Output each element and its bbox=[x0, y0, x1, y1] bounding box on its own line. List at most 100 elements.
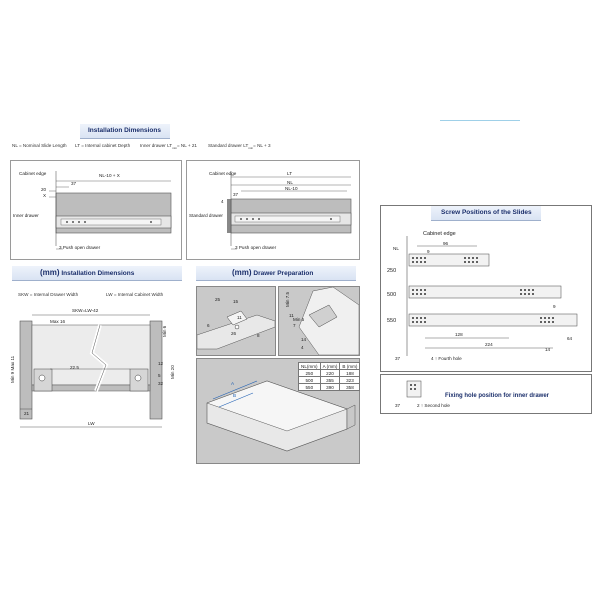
screw-cabinet-edge: Cabinet edge bbox=[423, 231, 456, 237]
left-dim-37: 37 bbox=[71, 181, 77, 186]
legend-standard-label: Standard drawer LT bbox=[208, 143, 249, 148]
up-arrow-icon: ↑ bbox=[420, 403, 424, 408]
drawer-prep-panel-right: Min 7.5 11 Min 5 7 14 4 bbox=[278, 286, 360, 356]
prep-dim-15: 15 bbox=[233, 299, 239, 304]
drawer-prep-panel-bottom: A B bbox=[196, 358, 360, 464]
header-line-decor bbox=[440, 120, 520, 121]
dim-min20: Min 20 bbox=[170, 365, 175, 379]
dim-22-5: 22.5 bbox=[70, 365, 79, 370]
table-cell: 500 bbox=[298, 376, 321, 384]
prep-dim-b: B bbox=[233, 393, 237, 398]
screw-fourth-num: 4 bbox=[431, 356, 434, 361]
mm-legend-lw: LW = Internal Cabinet Width bbox=[106, 292, 164, 297]
dim-min9max11: Min 9 Max 11 bbox=[10, 355, 15, 383]
fixing-second-label: Second hole bbox=[424, 403, 450, 408]
right-cabinet-edge: Cabinet edge bbox=[209, 171, 237, 176]
legend-standard-val: = NL + 3 bbox=[253, 143, 271, 148]
right-lt: LT bbox=[287, 171, 293, 176]
right-push-open: 3 Push open drawer bbox=[235, 245, 277, 250]
nl-table: NL(mm) A (mm) B (mm) 250 220 188 500 355… bbox=[298, 362, 361, 391]
prep-dim-26: 26 bbox=[231, 331, 237, 336]
dim-max16: Max 16 bbox=[50, 319, 66, 324]
install-dims-title-bar bbox=[80, 124, 170, 139]
prep-dim-14: 14 bbox=[301, 337, 307, 342]
left-cabinet-edge: Cabinet edge bbox=[19, 171, 47, 176]
standard-drawer-drawing bbox=[227, 171, 352, 250]
prep-dim-8: 8 bbox=[257, 333, 260, 338]
screw-title: Screw Positions of the Slides bbox=[441, 209, 532, 216]
table-cell: 355 bbox=[319, 376, 341, 384]
left-dim-x: X bbox=[43, 193, 47, 198]
drawer-prep-title-text: Drawer Preparation bbox=[253, 270, 314, 277]
legend-inner-sub: min bbox=[172, 145, 177, 150]
legend-inner: Inner drawer LTmin= NL + 21 bbox=[140, 143, 197, 150]
cross-section-drawing bbox=[19, 314, 163, 428]
screw-dim-64: 64 bbox=[567, 336, 573, 341]
screw-dim-9b: 9 bbox=[553, 304, 556, 309]
fixing-hole-drawing bbox=[406, 380, 422, 398]
table-cell: 188 bbox=[339, 369, 361, 377]
legend-inner-val: = NL + 21 bbox=[176, 143, 197, 148]
screw-positions-drawing bbox=[406, 236, 578, 356]
right-standard-drawer: Standard drawer bbox=[189, 213, 223, 218]
table-cell: 550 bbox=[298, 383, 321, 391]
fixing-dim-37: 37 bbox=[395, 403, 401, 408]
right-nl10: NL-10 bbox=[285, 186, 298, 191]
prep-dim-7: 7 bbox=[293, 323, 296, 328]
screw-row-250: 250 bbox=[387, 268, 397, 274]
table-cell: 323 bbox=[339, 376, 361, 384]
dim-32: 32 bbox=[158, 381, 164, 386]
screw-positions-panel: Screw Positions of the Slides Cabinet ed… bbox=[380, 205, 592, 372]
table-cell: 390 bbox=[319, 383, 341, 391]
screw-row-500: 500 bbox=[387, 292, 397, 298]
prep-dim-6: 6 bbox=[207, 323, 210, 328]
prep-dim-4: 4 bbox=[301, 345, 304, 350]
cross-section-diagram: SKW=LW-42 Max 16 Min 6 Min 9 Max 11 22.5… bbox=[10, 303, 185, 433]
inner-drawer-drawing bbox=[49, 171, 172, 250]
dim-12: 12 bbox=[158, 361, 164, 366]
drawer-prep-left-drawing bbox=[196, 310, 276, 350]
left-nl-formula: NL-10 + X bbox=[99, 173, 120, 178]
fixing-title: Fixing hole position for inner drawer bbox=[445, 393, 550, 399]
drawer-prep-iso-drawing bbox=[206, 380, 356, 452]
nl-table-header-cell: A (mm) bbox=[319, 362, 341, 370]
screw-fourth-hole: 4 ↑ Fourth hole bbox=[431, 356, 462, 361]
screw-nl: NL bbox=[393, 246, 399, 251]
prep-dim-25: 25 bbox=[215, 297, 221, 302]
legend-lt: LT = Internal cabinet Depth bbox=[75, 143, 131, 148]
standard-drawer-panel: Cabinet edge LT NL NL-10 37 4 Standard d… bbox=[186, 160, 360, 260]
install-dims-title: Installation Dimensions bbox=[88, 127, 161, 134]
prep-min75: Min 7.5 bbox=[285, 291, 290, 307]
prep-min5: Min 5 bbox=[293, 317, 305, 322]
nl-table-header-cell: B (mm) bbox=[339, 362, 361, 370]
screw-row-550: 550 bbox=[387, 318, 397, 324]
legend-inner-label: Inner drawer LT bbox=[140, 143, 173, 148]
drawer-prep-unit: (mm) bbox=[232, 268, 252, 277]
legend-standard-sub: min bbox=[248, 145, 254, 150]
mm-install-title-text: Installation Dimensions bbox=[61, 270, 135, 277]
fixing-second-hole: 2 ↑ Second hole bbox=[417, 403, 450, 408]
drawer-prep-title: (mm) Drawer Preparation bbox=[232, 268, 313, 277]
screw-dim-128: 128 bbox=[455, 332, 463, 337]
screw-dim-224: 224 bbox=[485, 342, 493, 347]
table-cell: 358 bbox=[339, 383, 361, 391]
drawer-prep-right-drawing bbox=[298, 286, 360, 356]
left-push-open: 3 Push open drawer bbox=[59, 245, 101, 250]
prep-dim-11: 11 bbox=[237, 315, 242, 320]
up-arrow-icon: ↑ bbox=[434, 356, 438, 361]
mm-install-unit: (mm) bbox=[40, 268, 60, 277]
prep-dim-a: A bbox=[231, 381, 235, 386]
screw-title-bar bbox=[431, 206, 541, 221]
fixing-hole-panel: Fixing hole position for inner drawer 37… bbox=[380, 374, 592, 414]
mm-install-title: (mm) Installation Dimensions bbox=[40, 268, 134, 277]
legend-nl: NL = Nominal Slide Length bbox=[12, 143, 67, 148]
prep-dim-11b: 11 bbox=[289, 313, 294, 318]
table-row: 250 220 188 bbox=[298, 369, 361, 377]
nl-table-header-cell: NL(mm) bbox=[298, 362, 321, 370]
left-dim-20: 20 bbox=[41, 187, 47, 192]
skw-formula: SKW=LW-42 bbox=[72, 308, 99, 313]
inner-drawer-panel: Cabinet edge 37 20 X NL-10 + X Inner dra… bbox=[10, 160, 182, 260]
dim-5: 5 bbox=[158, 373, 161, 378]
screw-dim-14: 14 bbox=[545, 347, 551, 352]
legend-standard: Standard drawer LTmin= NL + 3 bbox=[208, 143, 271, 150]
